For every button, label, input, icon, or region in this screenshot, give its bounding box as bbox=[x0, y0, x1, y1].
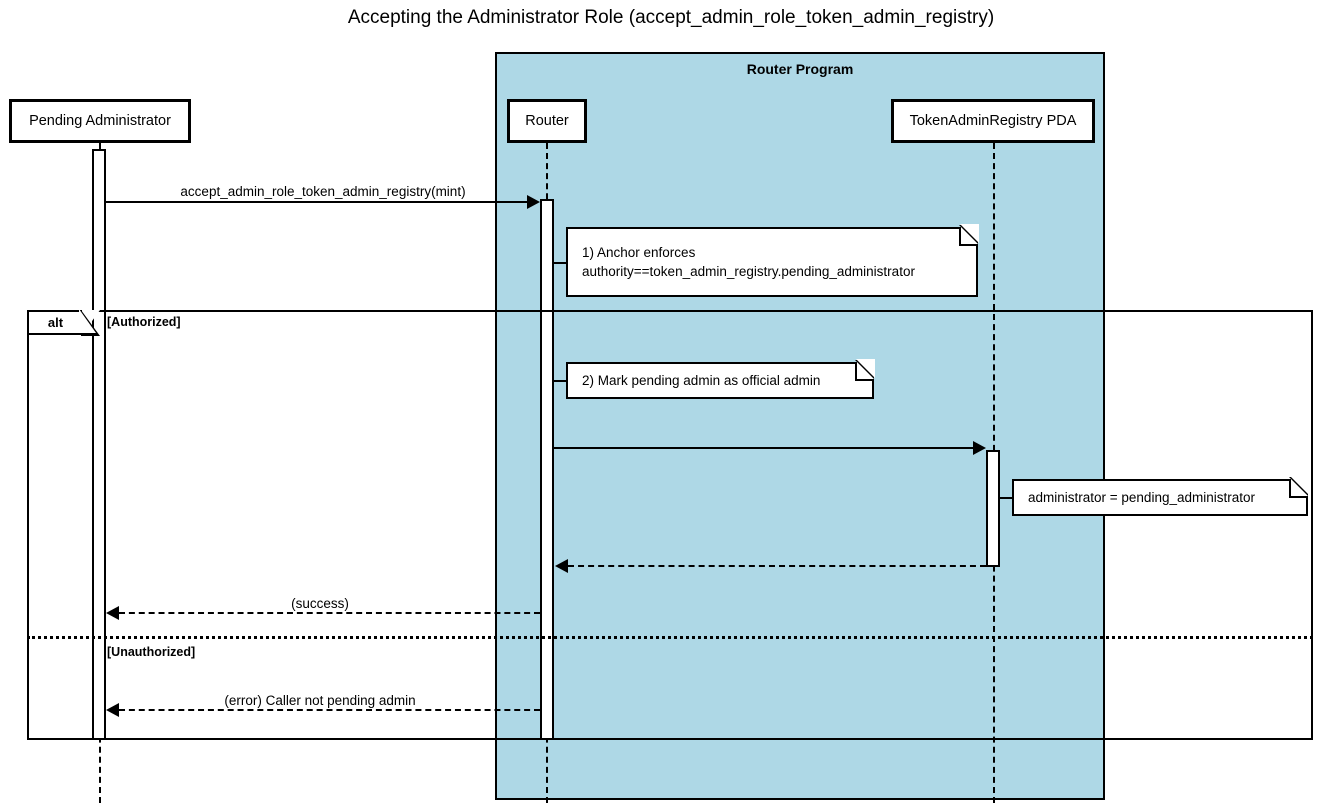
message-line-accept-admin-role bbox=[106, 201, 527, 203]
participant-token-admin-registry-pda[interactable]: TokenAdminRegistry PDA bbox=[891, 99, 1095, 143]
participant-pending-administrator[interactable]: Pending Administrator bbox=[9, 99, 191, 143]
participant-label: Pending Administrator bbox=[29, 113, 171, 129]
participant-router[interactable]: Router bbox=[507, 99, 587, 143]
note-text: administrator = pending_administrator bbox=[1028, 490, 1255, 505]
activation-pending-administrator bbox=[92, 149, 106, 740]
note-connector-mark-pending-admin bbox=[554, 380, 567, 382]
message-arrowhead-accept-admin-role bbox=[527, 195, 540, 209]
note-connector-anchor-enforces bbox=[554, 262, 567, 264]
message-arrowhead-success bbox=[106, 606, 119, 620]
note-administrator-assign: administrator = pending_administrator bbox=[1012, 476, 1309, 516]
message-label-success: (success) bbox=[291, 596, 349, 611]
note-text: 1) Anchor enforces authority==token_admi… bbox=[582, 245, 915, 279]
message-line-error bbox=[119, 709, 540, 711]
note-mark-pending-admin: 2) Mark pending admin as official admin bbox=[566, 359, 875, 399]
message-arrowhead-registry-return bbox=[555, 559, 568, 573]
message-label-error: (error) Caller not pending admin bbox=[224, 693, 416, 708]
fragment-separator bbox=[27, 636, 1313, 639]
group-box-router-program: Router Program bbox=[495, 52, 1105, 800]
message-arrowhead-error bbox=[106, 703, 119, 717]
note-connector-administrator-assign bbox=[1000, 497, 1013, 499]
fragment-operator-tag: alt bbox=[27, 310, 82, 335]
fragment-guard-unauthorized: [Unauthorized] bbox=[107, 645, 196, 659]
group-box-label: Router Program bbox=[746, 61, 854, 77]
message-line-success bbox=[119, 612, 540, 614]
note-fold-corner-icon bbox=[1289, 476, 1309, 498]
note-anchor-enforces: 1) Anchor enforces authority==token_admi… bbox=[566, 224, 979, 297]
message-arrowhead-mark-admin-call bbox=[973, 441, 986, 455]
fragment-tag-corner-fill bbox=[79, 309, 96, 333]
note-fold-corner-icon bbox=[959, 224, 979, 246]
note-fold-corner-icon bbox=[855, 359, 875, 381]
participant-label: TokenAdminRegistry PDA bbox=[909, 113, 1077, 129]
message-line-registry-return bbox=[568, 565, 986, 567]
activation-token-admin-registry-pda bbox=[986, 450, 1000, 567]
message-label-accept-admin-role: accept_admin_role_token_admin_registry(m… bbox=[180, 184, 466, 199]
fragment-guard-authorized: [Authorized] bbox=[107, 315, 181, 329]
activation-router bbox=[540, 199, 554, 740]
page-title: Accepting the Administrator Role (accept… bbox=[347, 7, 995, 28]
message-line-mark-admin-call bbox=[554, 447, 973, 449]
note-text: 2) Mark pending admin as official admin bbox=[582, 373, 821, 388]
participant-label: Router bbox=[525, 113, 569, 129]
